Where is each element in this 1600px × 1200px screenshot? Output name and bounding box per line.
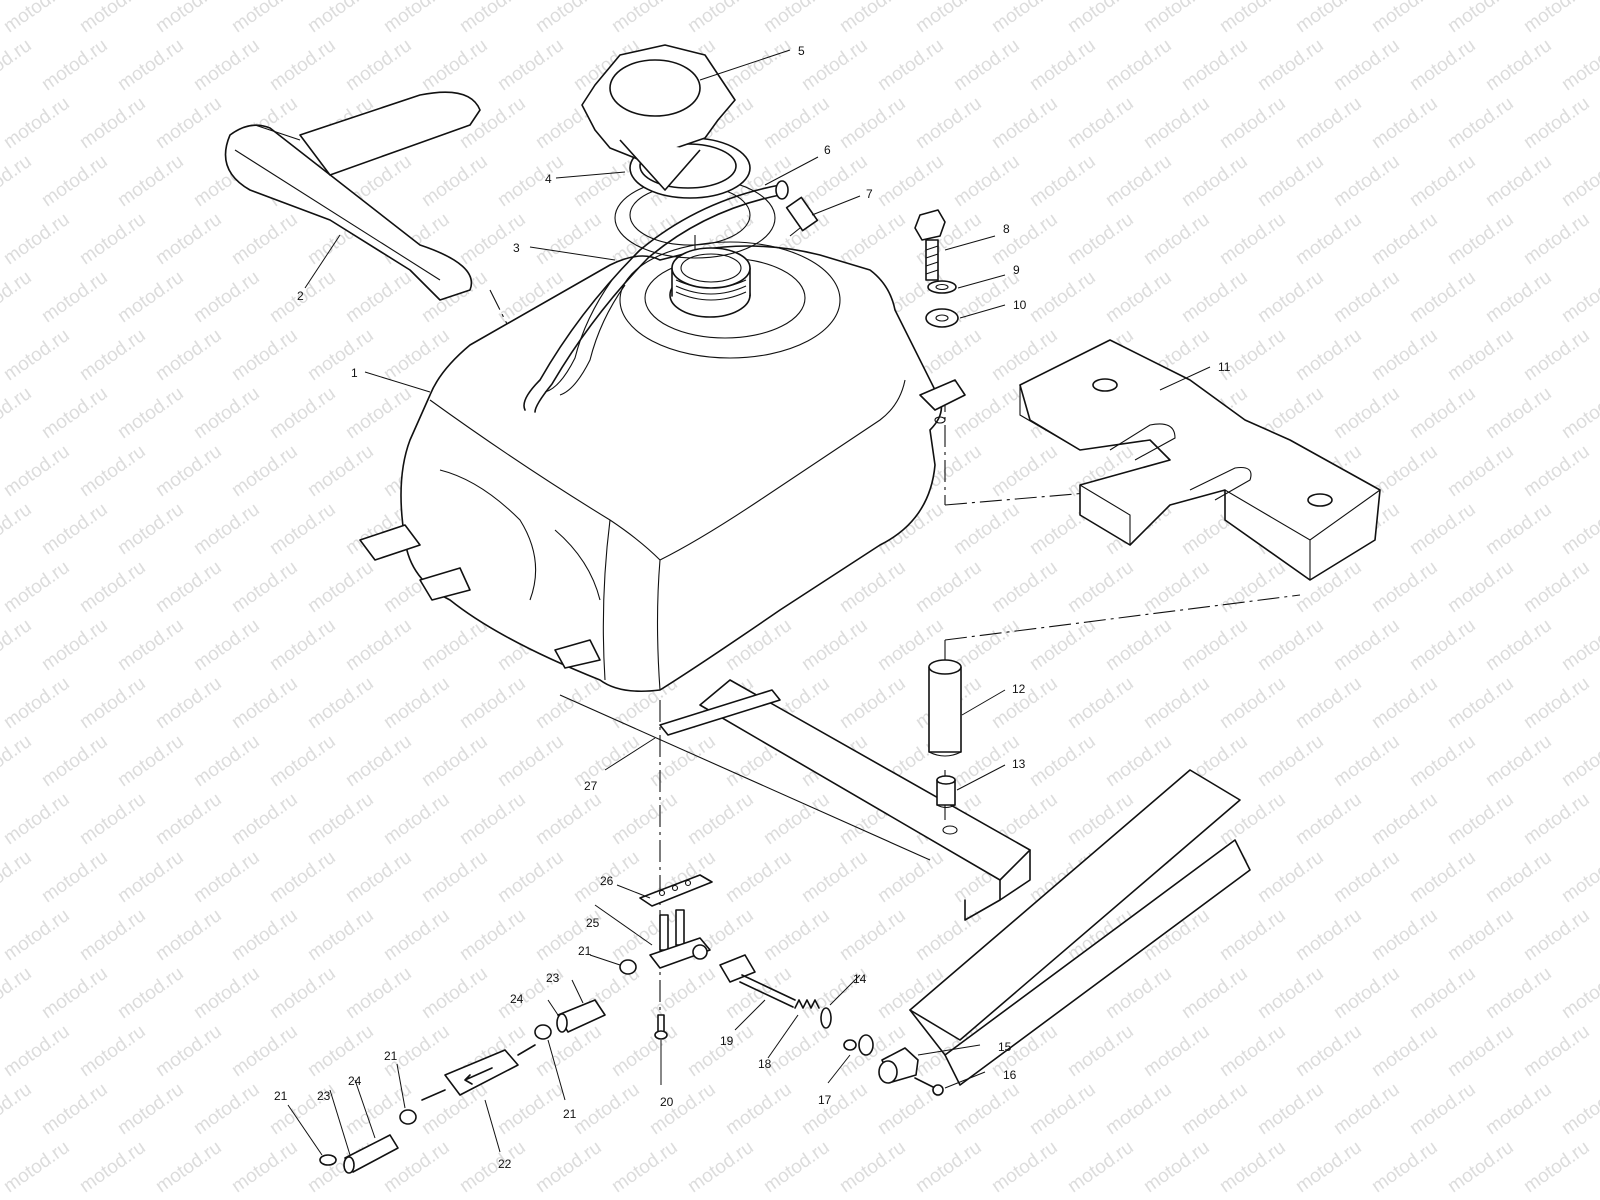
callout-15: 15 <box>998 1040 1012 1054</box>
spring-18 <box>794 999 820 1009</box>
callout-5: 5 <box>798 44 805 58</box>
lock-washer-9 <box>927 280 957 294</box>
callout-7: 7 <box>866 187 873 201</box>
callout-10: 10 <box>1013 298 1027 312</box>
callout-22: 22 <box>498 1157 512 1171</box>
callout-19: 19 <box>720 1034 734 1048</box>
callout-17: 17 <box>818 1093 832 1107</box>
callout-20: 20 <box>660 1095 674 1109</box>
valve-stem-19 <box>719 954 796 1008</box>
callout-14: 14 <box>853 972 867 986</box>
callout-21-d: 21 <box>274 1089 288 1103</box>
fuel-tank <box>359 241 966 693</box>
filler-neck <box>669 247 751 318</box>
callout-labels: 1 2 3 4 5 6 7 8 9 10 11 12 13 14 15 16 1… <box>274 44 1231 1171</box>
callout-3: 3 <box>513 241 520 255</box>
callout-23-b: 23 <box>317 1089 331 1103</box>
clamps-21 <box>319 959 637 1166</box>
callout-21-b: 21 <box>563 1107 577 1121</box>
vent-hose-6 <box>523 180 789 413</box>
callout-11: 11 <box>1218 360 1231 374</box>
callout-8: 8 <box>1003 222 1010 236</box>
callout-2: 2 <box>297 289 304 303</box>
mount-bracket-11 <box>1019 339 1381 581</box>
plate-26 <box>639 874 713 907</box>
callout-6: 6 <box>824 143 831 157</box>
frame-rails <box>559 679 1251 1086</box>
foam-pad <box>224 91 481 301</box>
callout-12: 12 <box>1012 682 1026 696</box>
callout-25: 25 <box>586 916 600 930</box>
hoses-23 <box>343 999 606 1174</box>
vent-fitting-7 <box>785 196 819 237</box>
callout-24-a: 24 <box>510 992 524 1006</box>
callout-26: 26 <box>600 874 614 888</box>
washer-14 <box>820 1007 832 1029</box>
flat-washer-10 <box>925 308 959 328</box>
callout-27: 27 <box>584 779 598 793</box>
lever-15 <box>878 1047 919 1084</box>
callout-23-a: 23 <box>546 971 560 985</box>
fuel-cap-5 <box>581 44 736 191</box>
callout-24-b: 24 <box>348 1074 362 1088</box>
pad-27 <box>659 689 781 736</box>
callout-18: 18 <box>758 1057 772 1071</box>
spacer-12 <box>928 659 962 757</box>
callout-1: 1 <box>351 366 358 380</box>
callout-9: 9 <box>1013 263 1020 277</box>
o-ring-17 <box>843 1034 874 1056</box>
fuel-valve-25 <box>649 909 711 969</box>
screw-20 <box>654 1014 668 1040</box>
bushing-13 <box>936 775 956 809</box>
callout-21-a: 21 <box>578 944 592 958</box>
callout-21-c: 21 <box>384 1049 398 1063</box>
leader-lines <box>287 49 1211 1156</box>
fuel-filter-22 <box>421 1044 536 1101</box>
bolt-8 <box>914 209 946 281</box>
callout-13: 13 <box>1012 757 1026 771</box>
callout-16: 16 <box>1003 1068 1017 1082</box>
callout-4: 4 <box>545 172 552 186</box>
screw-16 <box>914 1077 944 1096</box>
